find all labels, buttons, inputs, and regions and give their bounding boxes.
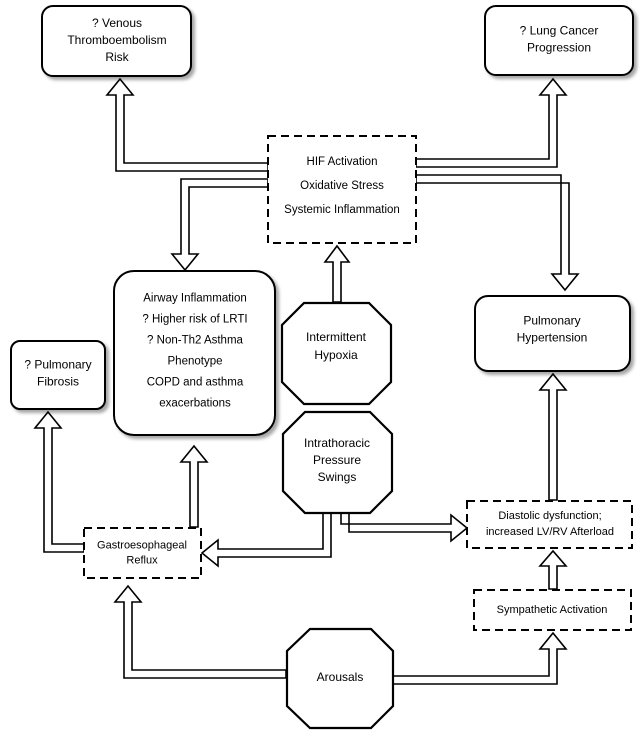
airway-label: Airway Inflammation ? Higher risk of LRTI… [142,293,247,410]
label-line: ? Higher risk of LRTI [142,314,247,326]
sympathetic-label: Sympathetic Activation [497,604,608,616]
label-line: Intrathoracic [304,436,370,450]
arrow-hif-to-pulm-htn [415,174,580,292]
lung-cancer-box [484,5,634,76]
venous-box [41,5,192,77]
hypoxia-octagon [280,301,393,406]
label-line: Gastroesophageal [97,539,187,551]
arrow-hif-to-airway [170,178,269,272]
pressure-octagon [281,410,394,515]
label-line: Hypoxia [314,348,358,362]
label-line: Progression [527,41,591,55]
arrow-gerd-to-fibrosis [33,410,85,553]
arrow-pressure-to-diastolic [340,512,469,543]
label-line: ? Pulmonary [24,358,91,372]
arrow-diastolic-to-pulm-htn [538,372,568,501]
label-line: Airway Inflammation [143,293,247,305]
arrow-pressure-to-gerd [200,512,332,568]
sympathetic-box [473,589,632,631]
pulm-htn-box [474,295,631,372]
label-line: Systemic Inflammation [284,204,400,216]
pulm-fibrosis-box [10,340,106,410]
diastolic-box [466,500,633,549]
label-line: exacerbations [159,398,231,410]
label-line: increased LV/RV Afterload [486,526,614,538]
label-line: Intermittent [306,330,367,344]
airway-box [113,270,276,436]
arrow-arousals-to-gerd [113,584,287,679]
label-line: Phenotype [168,356,223,368]
label-line: Diastolic dysfunction; [498,510,601,522]
arrow-sympathetic-to-diastolic [538,549,568,590]
label-line: ? Venous [92,16,142,30]
label-line: Fibrosis [37,375,79,389]
label-line: Pressure [313,453,361,467]
arrow-hypoxia-to-hif [323,244,351,303]
label-line: Hypertension [517,331,588,345]
label-line: HIF Activation [307,156,378,168]
label-line: ? Non-Th2 Asthma [147,335,243,347]
arrows [33,77,580,685]
label-line: Swings [318,470,357,484]
arrow-hif-to-lung-cancer [415,77,568,168]
label-line: Pulmonary [523,314,580,328]
label-line: COPD and asthma [147,377,244,389]
arousals-label: Arousals [317,670,364,684]
label-line: Sympathetic Activation [497,604,608,616]
label-line: Risk [105,50,129,64]
gerd-box [83,527,202,579]
arrow-arousals-to-sympathetic [392,631,568,685]
nodes [10,5,634,730]
label-line: Reflux [126,554,158,566]
arrow-gerd-to-airway [179,444,209,528]
label-line: Arousals [317,670,364,684]
label-line: ? Lung Cancer [520,24,599,38]
arousals-octagon [285,627,395,730]
arrow-hif-to-venous [105,77,269,172]
hif-box [267,135,417,244]
label-line: Oxidative Stress [300,180,384,192]
label-line: Thromboembolism [67,33,166,47]
diastolic-label: Diastolic dysfunction; increased LV/RV Af… [486,510,614,538]
